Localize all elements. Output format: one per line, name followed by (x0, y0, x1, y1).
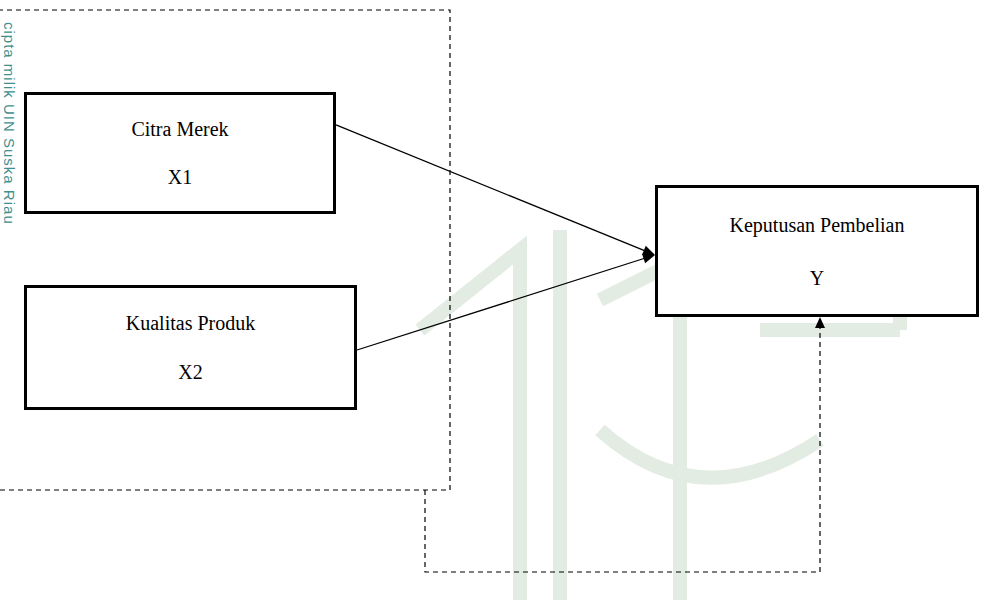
variable-box: Kualitas ProdukX2 (24, 285, 357, 410)
variable-symbol: X2 (178, 360, 202, 384)
influence-arrow (336, 125, 655, 255)
variable-symbol: X1 (168, 165, 192, 189)
simultaneous-arrowhead (815, 317, 825, 328)
variable-name: Kualitas Produk (126, 311, 255, 335)
arrow-line (357, 258, 645, 350)
variable-symbol: Y (810, 266, 824, 290)
simultaneous-dashed-line (425, 326, 820, 572)
group-dashed-box (0, 10, 450, 490)
variable-name: Keputusan Pembelian (730, 213, 905, 237)
influence-arrow (357, 254, 655, 350)
watermark-text: cipta milik UIN Suska Riau (1, 22, 18, 225)
arrowhead (642, 246, 655, 255)
arrow-line (336, 125, 646, 251)
arrowhead (642, 254, 655, 264)
variable-name: Citra Merek (131, 117, 228, 141)
variable-box: Keputusan PembelianY (655, 185, 979, 317)
variable-box: Citra MerekX1 (24, 92, 336, 214)
